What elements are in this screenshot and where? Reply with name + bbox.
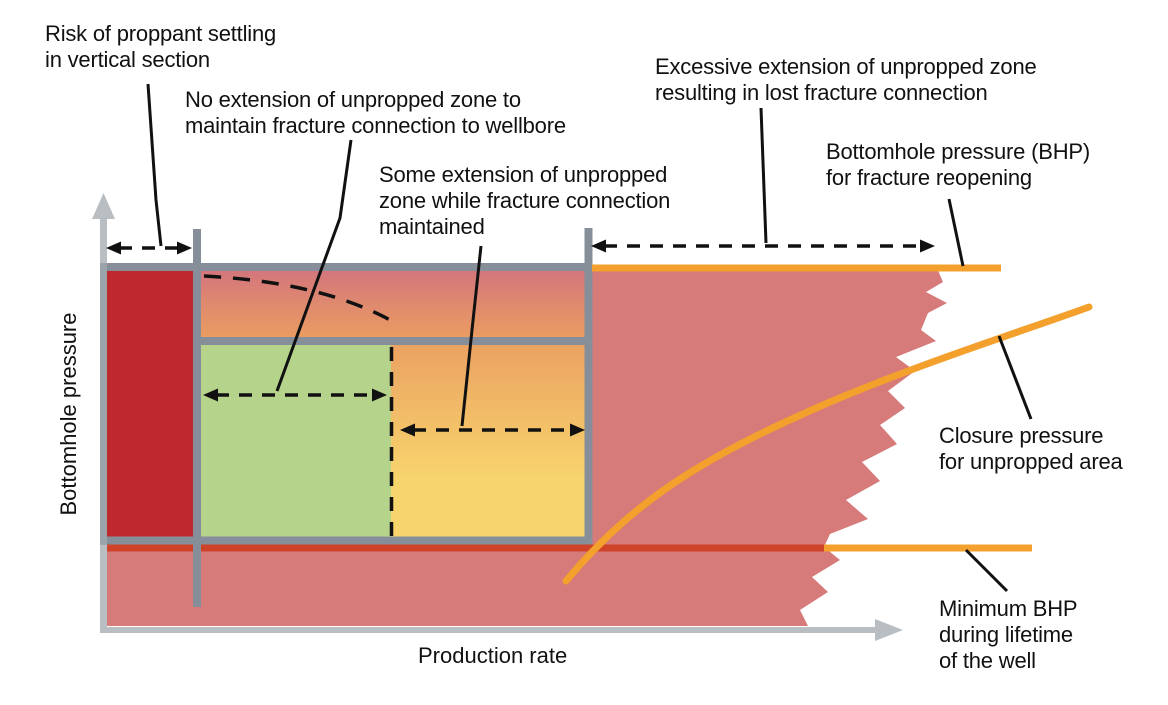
min-bhp-label: Minimum BHP during lifetime of the well	[939, 596, 1078, 673]
no-extension-leader-line	[275, 139, 353, 392]
min-bhp-leader-line	[964, 548, 1009, 593]
some-extension-range-arrow	[400, 423, 585, 437]
risk-leader-line	[146, 83, 163, 247]
excessive-range-arrow	[591, 239, 935, 253]
no-extension-range-arrow	[203, 388, 387, 402]
transition-gradient-zone	[200, 271, 585, 340]
closure-leader-line	[997, 335, 1033, 420]
some-extension-label: Some extension of unpropped zone while f…	[379, 162, 671, 239]
closure-pressure-label: Closure pressure for unpropped area	[939, 423, 1123, 474]
y-axis-arrowhead-icon	[92, 193, 115, 219]
arrowhead-right-icon	[920, 239, 935, 253]
some-extension-zone	[391, 344, 585, 537]
arrowhead-right-icon	[177, 241, 192, 255]
no-extension-label: No extension of unpropped zone to mainta…	[185, 87, 566, 138]
bhp-reopening-leader-line	[947, 198, 965, 267]
some-extension-leader-line	[460, 245, 483, 427]
arrowhead-left-icon	[400, 423, 415, 437]
arrowhead-right-icon	[372, 388, 387, 402]
risk-label: Risk of proppant settling in vertical se…	[45, 21, 277, 72]
settling-risk-zone	[107, 271, 193, 544]
x-axis-label: Production rate	[418, 643, 568, 668]
settling-range-arrow	[106, 241, 192, 255]
arrowhead-left-icon	[203, 388, 218, 402]
closure-pressure-curve	[562, 303, 1093, 585]
arrowhead-right-icon	[570, 423, 585, 437]
x-axis-arrowhead-icon	[875, 619, 903, 641]
excessive-leader-line	[759, 107, 768, 244]
arrowhead-left-icon	[106, 241, 121, 255]
y-axis-label: Bottomhole pressure	[56, 312, 81, 516]
excessive-extension-label: Excessive extension of unpropped zone re…	[655, 54, 1037, 105]
arrowhead-left-icon	[591, 239, 606, 253]
bhp-reopening-label: Bottomhole pressure (BHP) for fracture r…	[826, 139, 1090, 190]
no-extension-zone	[200, 344, 391, 537]
